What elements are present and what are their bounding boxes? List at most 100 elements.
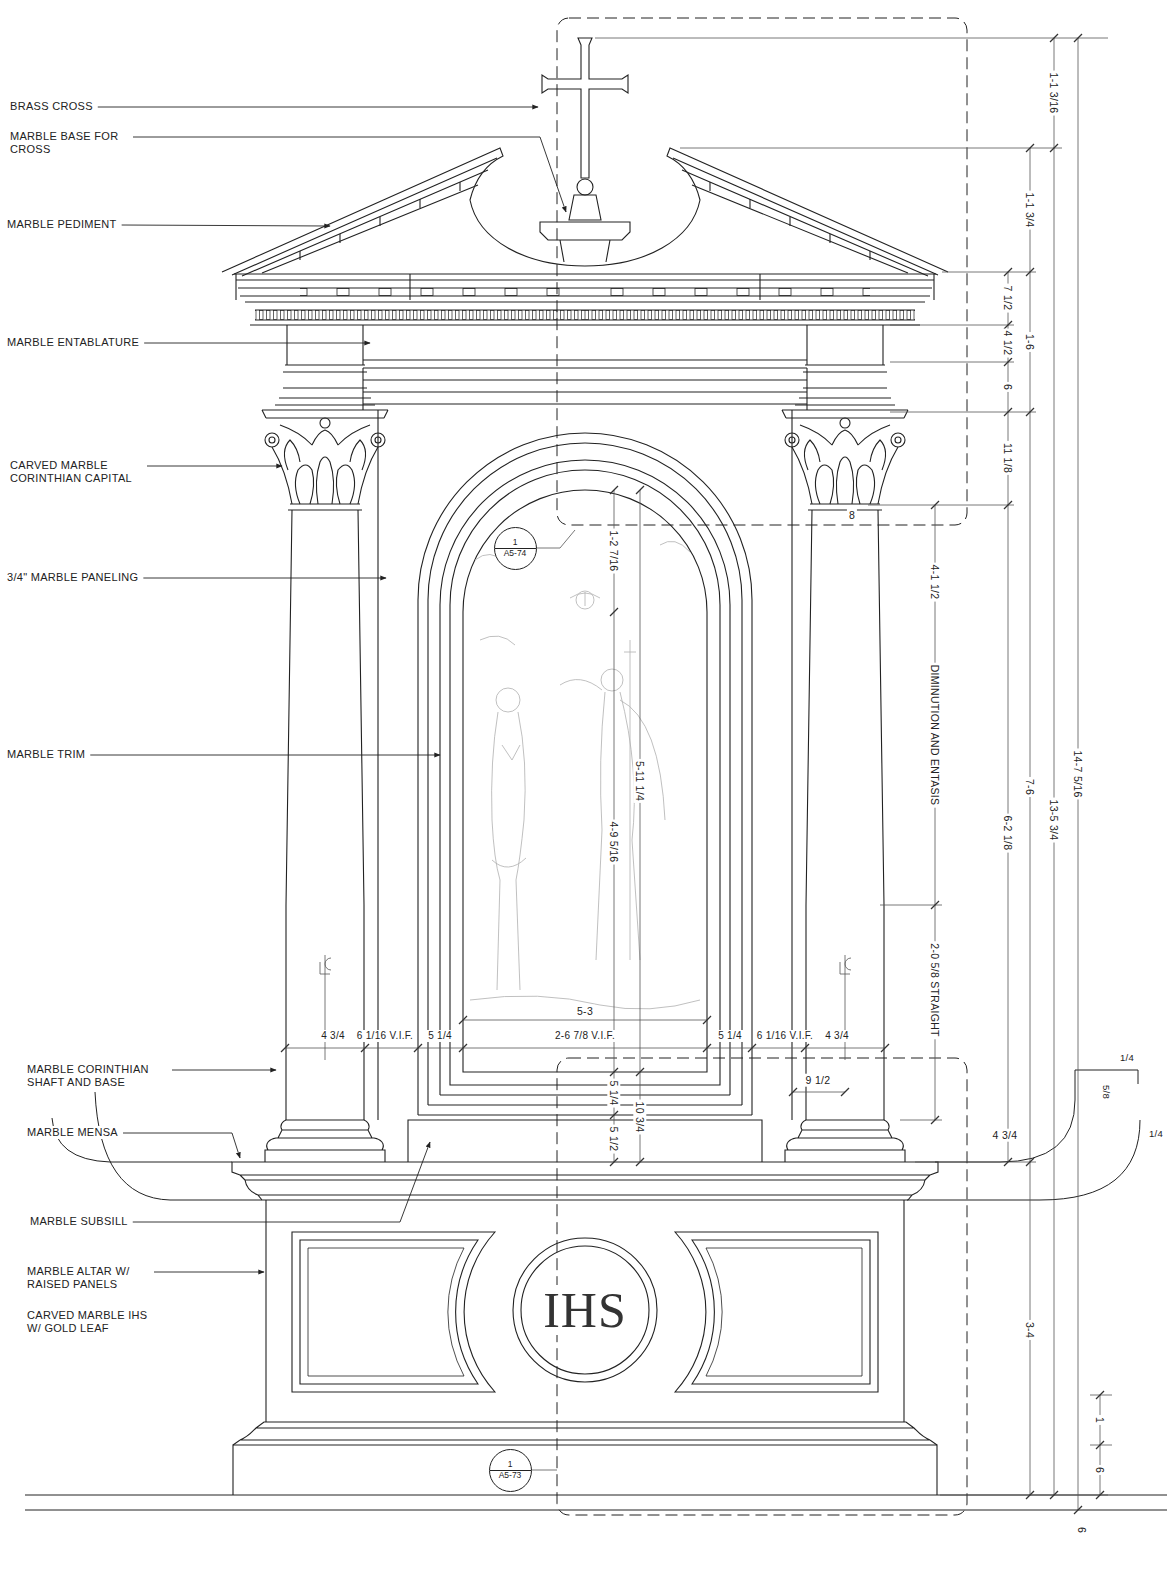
leader-line: [133, 137, 566, 212]
leader-line: [154, 1272, 264, 1273]
dimension-line: [595, 38, 1112, 1495]
baptism-sketch: [492, 712, 526, 990]
cross-finial: [577, 179, 593, 195]
leader-line: [90, 755, 440, 756]
dimension: 8: [847, 509, 857, 522]
dimension: 6 1/16 V.I.F.: [355, 1030, 415, 1042]
baptism-sketch: [560, 640, 665, 960]
dimension: 4-9 5/16: [608, 820, 621, 865]
dimension: 4 1/2: [1002, 329, 1015, 358]
carved-monogram: IHS: [541, 1285, 629, 1335]
arched-panel: [463, 490, 707, 1072]
section-callout: 1A5-73: [489, 1449, 532, 1492]
callout-number: 1: [490, 1460, 531, 1471]
dimension: 2-6 7/8 V.I.F.: [553, 1030, 617, 1042]
dimension: 5-11 1/4: [634, 759, 647, 803]
dimension: 5 1/2: [608, 1125, 621, 1154]
part-label: MARBLE MENSA: [25, 1126, 120, 1139]
left-half: [222, 148, 585, 1495]
dimension: 4 3/4: [319, 1030, 347, 1042]
dimension: 5 1/4: [716, 1030, 744, 1042]
ground-line: [25, 1070, 1167, 1510]
dimension: 1-6: [1024, 332, 1037, 352]
dimension: 1-2 7/16: [608, 529, 621, 574]
dimension: 1/4: [1147, 1128, 1165, 1139]
part-label: CARVED MARBLE IHS W/ GOLD LEAF: [25, 1309, 164, 1335]
dimension-line: [320, 955, 851, 1060]
dimension: 5 1/4: [426, 1030, 454, 1042]
dimension: 13-5 3/4: [1048, 798, 1061, 843]
leader-line: [98, 107, 538, 108]
dimension-line: [1008, 272, 1009, 1162]
leader-line: [122, 225, 330, 226]
cross-base: [540, 195, 630, 262]
sheet-number: A5-74: [501, 549, 530, 559]
dimension: 6 1/16 V.I.F.: [755, 1030, 815, 1042]
dimension: 6: [1076, 1525, 1089, 1535]
dimension: 1-1 3/16: [1048, 71, 1061, 116]
ground-line: [907, 1070, 1140, 1200]
dimension: 7-6: [1024, 777, 1037, 797]
baptism-sketch: [576, 591, 594, 609]
dimension: 10 3/4: [634, 1100, 647, 1135]
dimension: 7 1/2: [1002, 284, 1015, 313]
baptism-sketch: [475, 541, 690, 645]
dimension: 1-1 3/4: [1024, 191, 1037, 230]
dimension: 6: [1002, 382, 1015, 392]
section-callout: 1A5-74: [494, 527, 537, 570]
dimension-line: [285, 1048, 885, 1049]
ihs-roundel: [521, 1246, 649, 1374]
sheet-number: A5-73: [496, 1471, 525, 1481]
ground-line: [52, 1092, 262, 1200]
dimension: 11 1/8: [1002, 441, 1015, 475]
dimension-line: [463, 1020, 707, 1021]
baptism-sketch: [470, 541, 700, 1009]
part-label: MARBLE SUBSILL: [28, 1215, 130, 1228]
baptism-sketch: [601, 669, 623, 691]
dimension: 6: [1094, 1465, 1107, 1475]
detail-boundary: [557, 18, 967, 525]
leader-line: [172, 1070, 276, 1071]
part-label: 3/4" MARBLE PANELING: [5, 571, 140, 584]
ground-line: [25, 1495, 1167, 1510]
leader-line: [143, 578, 386, 579]
part-label: BRASS CROSS: [8, 100, 95, 113]
brass-cross: [542, 38, 628, 178]
dimension: 4 3/4: [991, 1129, 1020, 1142]
baptism-sketch: [570, 592, 600, 606]
arched-trim: [418, 433, 752, 1115]
leader-line: [133, 1142, 430, 1222]
dimension: 1: [1094, 1415, 1107, 1425]
part-label: MARBLE CORINTHIAN SHAFT AND BASE: [25, 1063, 169, 1089]
ihs-roundel: [513, 1238, 657, 1382]
note: DIMINUTION AND ENTASIS: [929, 663, 942, 808]
dimension: 5-3: [575, 1005, 595, 1018]
dimension-line: [285, 38, 1112, 1510]
dimension: 4-1 1/2: [929, 563, 942, 602]
part-label: MARBLE BASE FOR CROSS: [8, 130, 130, 156]
dimension: 5 1/4: [608, 1079, 621, 1108]
part-label: MARBLE ALTAR W/ RAISED PANELS: [25, 1265, 151, 1291]
dimension: 5/8: [1100, 1083, 1111, 1101]
part-label: MARBLE PEDIMENT: [5, 218, 119, 231]
callout-number: 1: [495, 538, 536, 549]
dimension-line: [1100, 1395, 1101, 1495]
right-half: [585, 148, 948, 1495]
dimension-line: [640, 490, 641, 1162]
part-label: MARBLE ENTABLATURE: [5, 336, 141, 349]
dimension: 9 1/2: [804, 1074, 833, 1087]
part-label: MARBLE TRIM: [5, 748, 87, 761]
baptism-sketch: [496, 688, 520, 712]
dimension: 2-0 5/8 STRAIGHT: [929, 941, 942, 1039]
center-parts: [418, 38, 752, 1382]
dimension: 1/4: [1118, 1052, 1136, 1063]
leader-line: [123, 1133, 240, 1158]
dimension: 14-7 5/16: [1072, 748, 1085, 799]
leader-line: [147, 466, 282, 467]
dimension: 4 3/4: [823, 1030, 851, 1042]
part-label: CARVED MARBLE CORINTHIAN CAPITAL: [8, 459, 144, 485]
